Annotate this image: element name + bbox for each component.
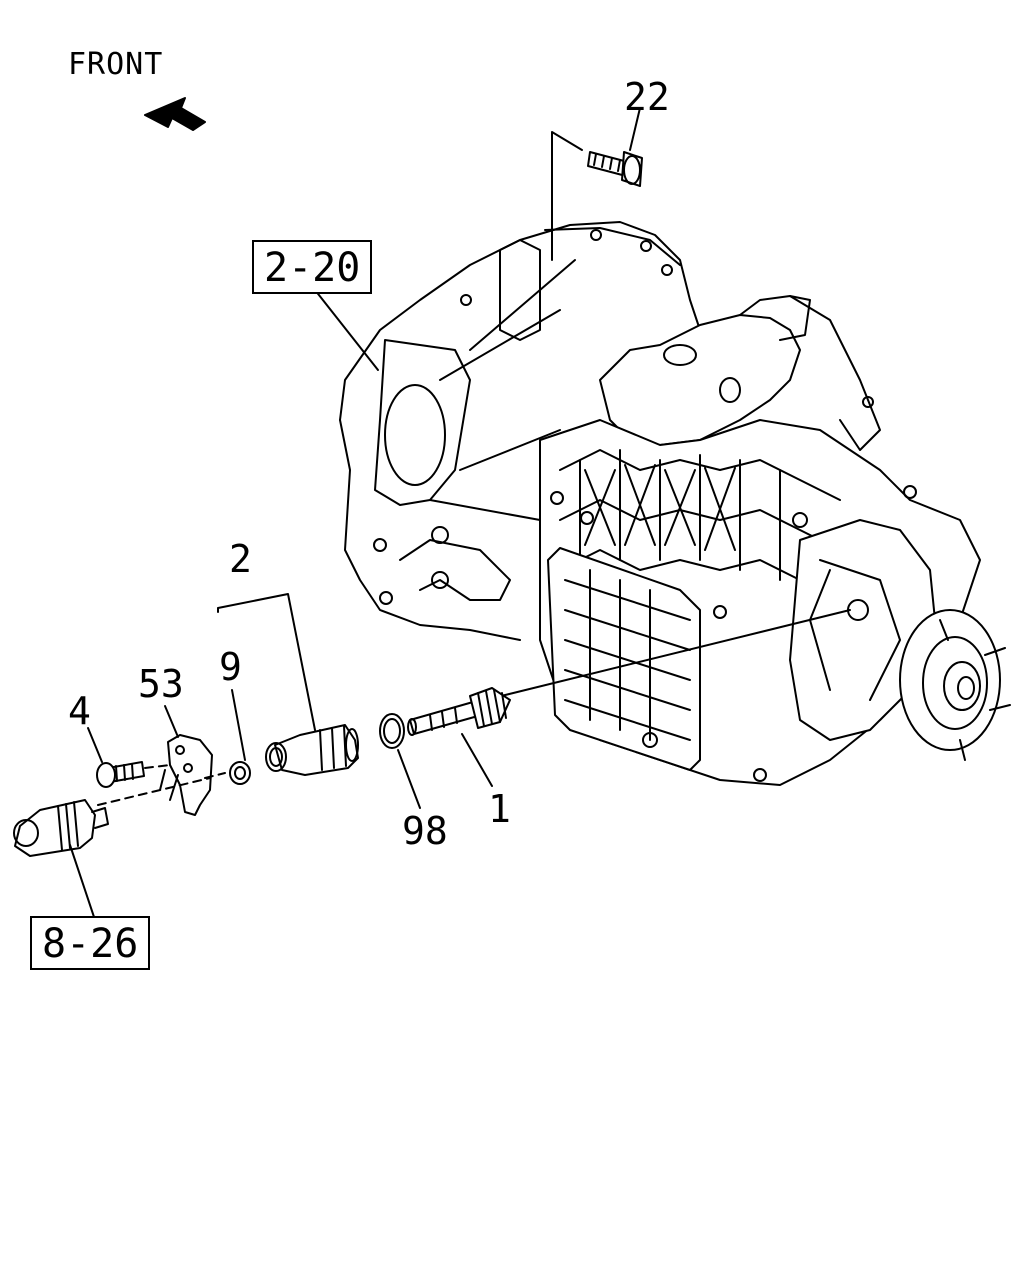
callout-4: 4: [68, 689, 91, 733]
speed-sensor-connector: [13, 799, 109, 857]
callout-53: 53: [138, 662, 184, 706]
front-label: FRONT: [68, 47, 164, 82]
driven-gear-shaft: [407, 687, 511, 736]
bolt-22-drawing: [587, 151, 643, 187]
leader-22: [551, 131, 583, 261]
callout-98: 98: [402, 809, 448, 853]
collar: [229, 761, 251, 785]
leader-9: [231, 689, 246, 761]
bolt-4: [96, 761, 145, 788]
leader-2-20: [314, 289, 379, 371]
sensor-sleeve: [265, 724, 359, 776]
reference-box-8-26[interactable]: 8-26: [30, 916, 151, 970]
leader-98: [397, 749, 421, 809]
bracket-53: [159, 734, 213, 816]
leader-4: [87, 727, 103, 763]
callout-1: 1: [488, 787, 511, 831]
reference-box-2-20[interactable]: 2-20: [252, 240, 373, 294]
callout-9: 9: [219, 645, 242, 689]
front-arrow-icon: [144, 97, 206, 131]
leader-1: [461, 733, 493, 787]
leader-2: [217, 593, 316, 731]
transmission-housing: [339, 221, 1011, 786]
leader-8-26: [69, 844, 96, 921]
leader-53: [164, 705, 179, 738]
callout-2: 2: [229, 537, 252, 581]
axis-line: [484, 609, 851, 701]
callout-22: 22: [624, 75, 670, 119]
o-ring: [379, 713, 405, 749]
